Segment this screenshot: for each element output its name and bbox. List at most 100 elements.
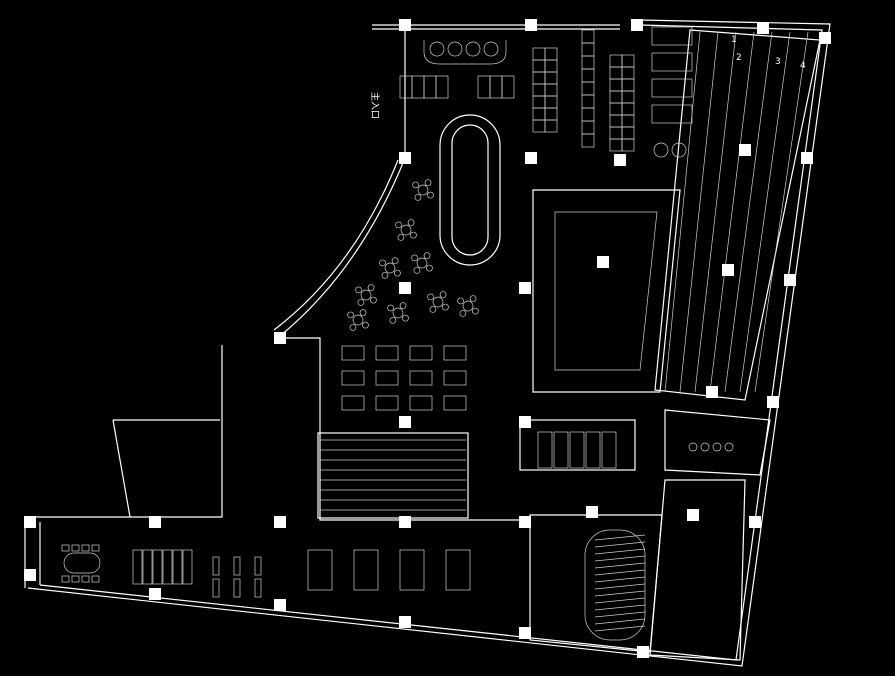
meeting-table: [63, 552, 101, 574]
column: [749, 516, 761, 528]
chair: [357, 299, 365, 306]
booth-seat: [532, 119, 546, 133]
game-table: [254, 578, 262, 598]
furniture: [61, 26, 809, 641]
column: [149, 588, 161, 600]
ramp: [584, 529, 646, 641]
column: [637, 646, 649, 658]
locker: [581, 42, 595, 57]
lane-line: [694, 31, 737, 393]
chair: [459, 310, 467, 317]
column: [819, 32, 831, 44]
kitchen: [519, 419, 636, 471]
column: [519, 627, 531, 639]
dining-table: [375, 395, 399, 411]
locker: [581, 94, 595, 109]
booth-seat: [621, 54, 635, 68]
column: [631, 19, 643, 31]
lane-numbers: 1 2 3 4: [731, 35, 806, 71]
booth-seat: [544, 107, 558, 121]
dining-table: [409, 395, 433, 411]
car-game: [651, 52, 693, 72]
billiard-table: [307, 549, 333, 591]
lane-number: 3: [775, 57, 781, 67]
entrance-label: 主入口: [369, 92, 381, 119]
billiard-table: [399, 549, 425, 591]
stair-tread: [594, 569, 646, 576]
round-table: [447, 41, 463, 57]
chair: [402, 314, 409, 322]
chair: [362, 321, 369, 329]
oval-bar: [439, 114, 501, 266]
lane-line: [739, 31, 791, 393]
cafe-table: [416, 257, 428, 269]
round-table: [465, 41, 481, 57]
round-table: [653, 142, 669, 158]
booth-seat: [532, 107, 546, 121]
seat-row: [162, 549, 173, 585]
stair-tread: [594, 597, 646, 604]
lanes-block: [317, 432, 469, 519]
chair: [407, 219, 415, 226]
chair: [370, 296, 377, 304]
booth-seat: [544, 59, 558, 73]
lane-line: [724, 31, 773, 393]
table: [501, 75, 515, 99]
locker: [581, 107, 595, 122]
column: [399, 516, 411, 528]
booth-seat: [621, 114, 635, 128]
booth-seat: [609, 90, 623, 104]
stair-tread: [594, 562, 646, 569]
chair: [414, 194, 422, 201]
booth-seat: [532, 47, 546, 61]
chair: [439, 291, 447, 298]
column: [525, 152, 537, 164]
chair: [423, 252, 431, 259]
booth-seat: [609, 54, 623, 68]
stair-tread: [594, 583, 646, 590]
chair: [412, 181, 419, 189]
cafe-table: [432, 296, 444, 308]
column: [706, 386, 718, 398]
chair: [71, 575, 80, 583]
station: [553, 431, 569, 469]
chair: [379, 259, 386, 267]
seat-row: [172, 549, 183, 585]
column: [519, 516, 531, 528]
car-game: [651, 26, 693, 46]
locker: [581, 81, 595, 96]
chair: [389, 317, 397, 324]
chair: [349, 324, 357, 331]
seat-row: [142, 549, 153, 585]
booth-seat: [532, 59, 546, 73]
column: [274, 516, 286, 528]
chair: [395, 221, 402, 229]
game-table: [254, 556, 262, 576]
booth-seat: [532, 83, 546, 97]
chair: [426, 264, 433, 272]
chair: [61, 575, 70, 583]
game-table: [212, 556, 220, 576]
booth-seat: [544, 119, 558, 133]
table: [477, 75, 491, 99]
bar-counter: [423, 40, 507, 65]
booth-seat: [609, 102, 623, 116]
car-game: [651, 78, 693, 98]
chair: [469, 295, 477, 302]
chair: [410, 231, 417, 239]
chair: [399, 302, 407, 309]
booth-seat: [544, 83, 558, 97]
bar-room: [664, 409, 771, 476]
chair: [442, 303, 449, 311]
chair: [394, 269, 401, 277]
chair: [91, 544, 100, 552]
dining-table: [409, 345, 433, 361]
station: [601, 431, 617, 469]
booth-seat: [544, 47, 558, 61]
seat-row: [152, 549, 163, 585]
chair: [347, 311, 354, 319]
stair-tread: [594, 611, 646, 618]
booth-seat: [621, 66, 635, 80]
stool: [712, 442, 722, 452]
